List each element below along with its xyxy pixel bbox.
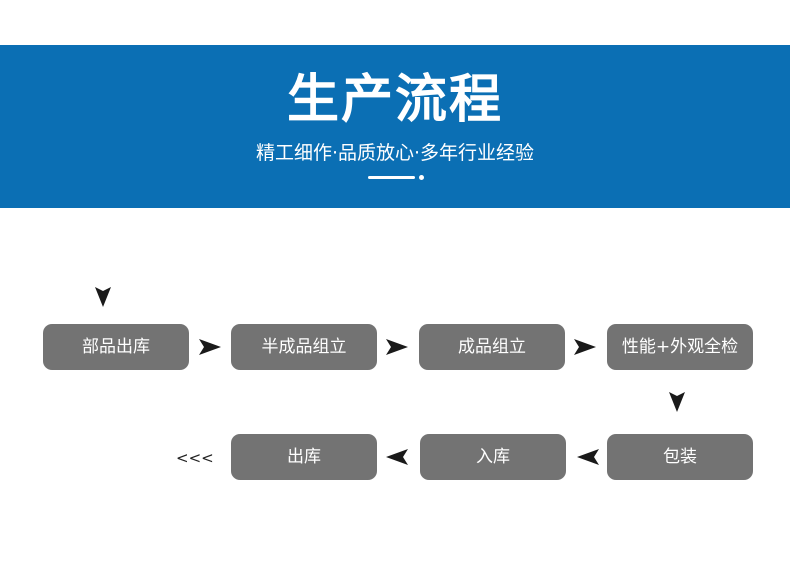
step-final-assembly: 成品组立: [419, 324, 565, 370]
title-underline-dot: [419, 175, 424, 180]
step-packaging: 包装: [607, 434, 753, 480]
title-underline: [368, 176, 415, 179]
right-arrow-icon: [199, 339, 221, 355]
page-title: 生产流程: [286, 70, 503, 130]
step-warehousing: 入库: [420, 434, 566, 480]
step-semi-assembly: 半成品组立: [231, 324, 377, 370]
continuation-marker: <<<: [176, 449, 214, 467]
down-arrow-icon: [669, 392, 685, 412]
step-parts-outbound: 部品出库: [43, 324, 189, 370]
step-full-inspection: 性能+外观全检: [607, 324, 753, 370]
left-arrow-icon: [577, 449, 599, 465]
header-banner: 生产流程 精工细作·品质放心·多年行业经验: [0, 45, 790, 208]
right-arrow-icon: [574, 339, 596, 355]
step-shipping: 出库: [231, 434, 377, 480]
left-arrow-icon: [386, 449, 408, 465]
page-subtitle: 精工细作·品质放心·多年行业经验: [255, 142, 535, 164]
start-down-arrow-icon: [95, 287, 111, 307]
right-arrow-icon: [386, 339, 408, 355]
